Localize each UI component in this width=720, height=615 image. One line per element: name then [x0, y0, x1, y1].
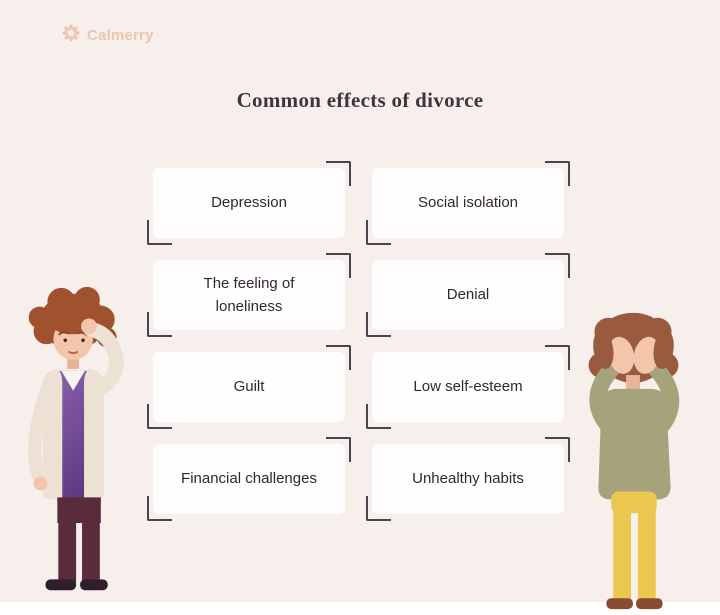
corner-bracket-icon: [326, 161, 351, 186]
brand-name: Calmerry: [87, 27, 154, 44]
effect-label: Low self-esteem: [413, 378, 523, 396]
corner-bracket-icon: [366, 220, 391, 245]
effect-label: Unhealthy habits: [412, 470, 524, 488]
corner-bracket-icon: [326, 253, 351, 278]
corner-bracket-icon: [147, 404, 172, 429]
effect-card-denial: Denial: [366, 253, 570, 337]
effect-card-loneliness: The feeling of loneliness: [147, 253, 351, 337]
corner-bracket-icon: [545, 437, 570, 462]
effect-label: Denial: [446, 286, 490, 304]
page-title: Common effects of divorce: [236, 88, 484, 112]
corner-bracket-icon: [326, 437, 351, 462]
effect-label: Social isolation: [417, 194, 519, 212]
background: [0, 0, 720, 602]
corner-bracket-icon: [545, 161, 570, 186]
illustration-woman-covering-face: [554, 303, 712, 613]
effect-card-low-self-esteem: Low self-esteem: [366, 345, 570, 429]
illustration-worried-man: [2, 277, 170, 609]
corner-bracket-icon: [147, 312, 172, 337]
corner-bracket-icon: [147, 220, 172, 245]
effects-grid: Depression Social isolation The feeling …: [147, 161, 570, 521]
effect-card-financial-challenges: Financial challenges: [147, 437, 351, 521]
effect-card-guilt: Guilt: [147, 345, 351, 429]
corner-bracket-icon: [366, 404, 391, 429]
corner-bracket-icon: [147, 496, 172, 521]
effect-label: The feeling of loneliness: [203, 274, 295, 315]
effect-label: Financial challenges: [181, 470, 317, 488]
effect-label: Guilt: [233, 378, 265, 396]
flower-icon: [62, 24, 80, 47]
effect-card-social-isolation: Social isolation: [366, 161, 570, 245]
effect-label: Depression: [211, 194, 287, 212]
corner-bracket-icon: [545, 253, 570, 278]
corner-bracket-icon: [545, 345, 570, 370]
corner-bracket-icon: [366, 312, 391, 337]
effect-card-unhealthy-habits: Unhealthy habits: [366, 437, 570, 521]
corner-bracket-icon: [326, 345, 351, 370]
corner-bracket-icon: [366, 496, 391, 521]
effect-card-depression: Depression: [147, 161, 351, 245]
brand-logo: Calmerry: [62, 24, 154, 47]
